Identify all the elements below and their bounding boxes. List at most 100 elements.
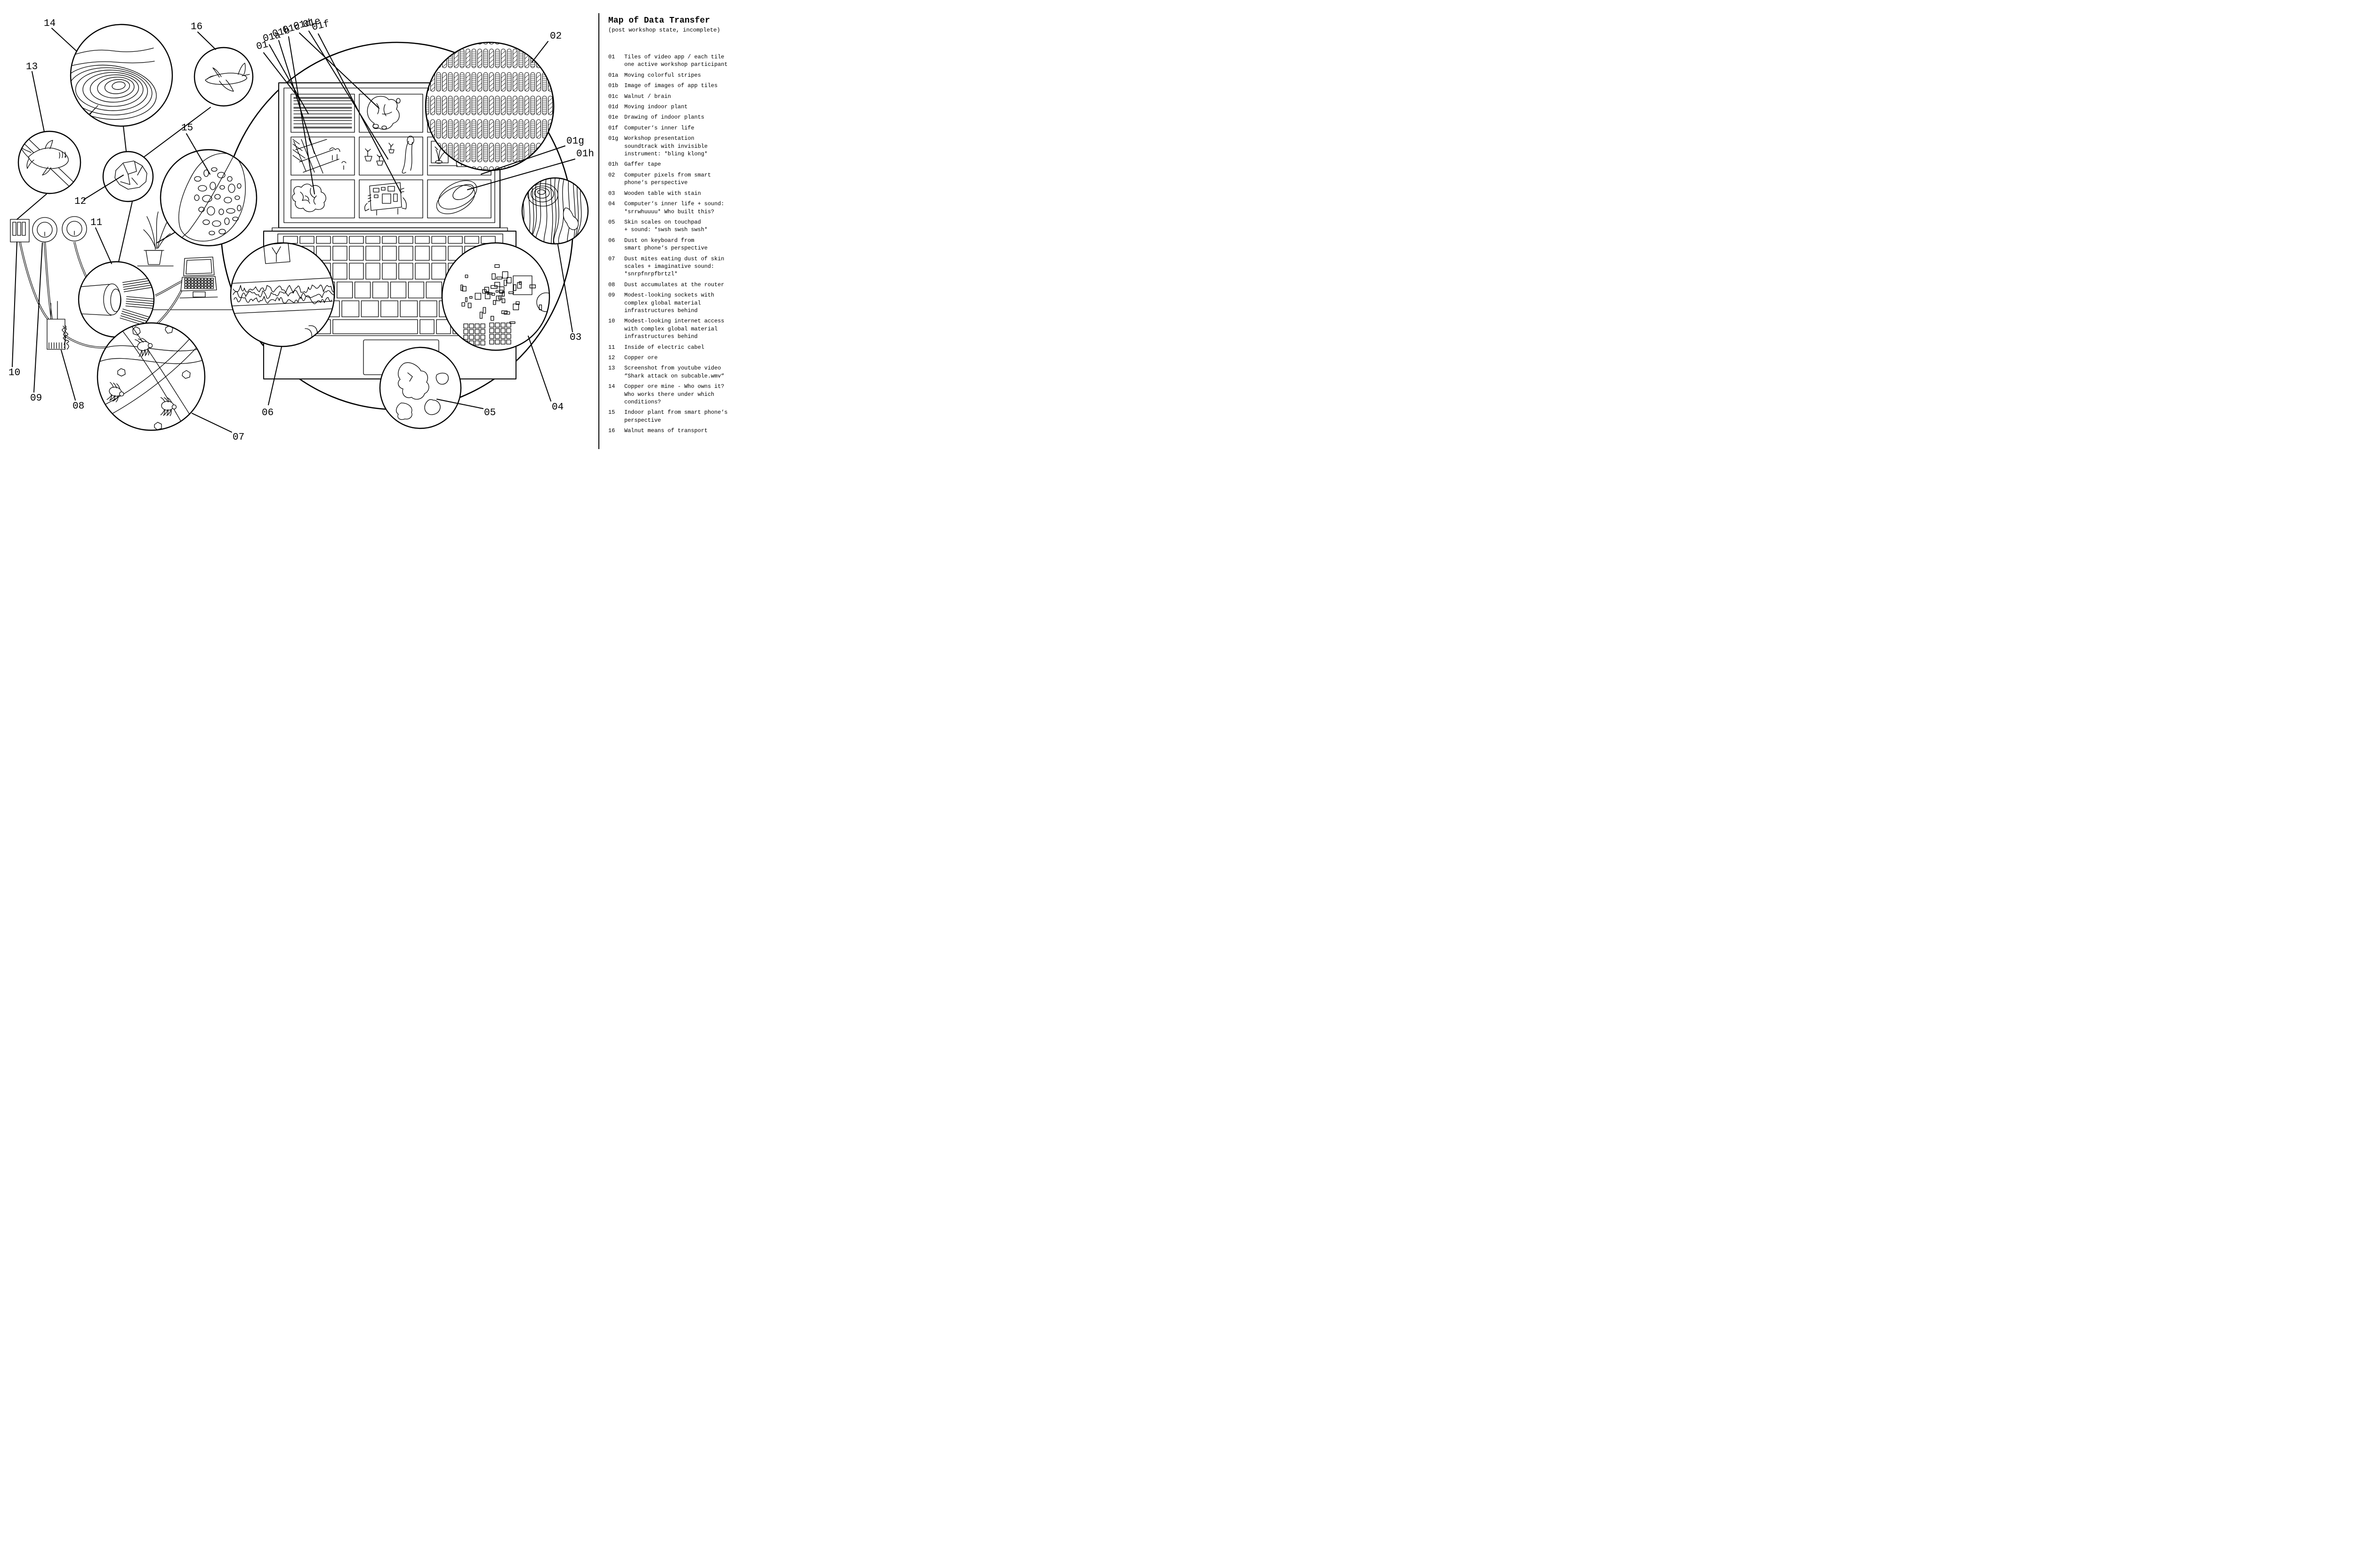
leaf-spot xyxy=(209,231,215,235)
leader-line xyxy=(33,242,43,393)
leader-line xyxy=(481,145,565,175)
smd-grid-pad xyxy=(475,323,480,329)
callout-03-wood xyxy=(521,177,589,245)
label-04: 04 xyxy=(552,402,564,413)
callout-15-leaf xyxy=(160,149,258,247)
callout-05-skin-scales xyxy=(379,346,462,429)
keyboard-key xyxy=(436,319,451,334)
smd-component xyxy=(494,281,500,287)
leaf-spot xyxy=(203,169,209,177)
mini-key xyxy=(197,286,201,289)
smd-component xyxy=(469,296,473,299)
leader-line xyxy=(12,241,17,367)
router-dust-squiggle xyxy=(62,325,69,350)
label-14: 14 xyxy=(44,18,56,29)
mini-key xyxy=(194,281,198,283)
dust-mite xyxy=(135,338,153,357)
dust-squiggle xyxy=(62,325,66,350)
cable-core xyxy=(19,241,49,321)
smd-component xyxy=(496,276,502,280)
mini-key xyxy=(207,278,211,281)
dust-squiggle xyxy=(64,325,69,350)
mini-key xyxy=(204,286,208,289)
mini-key xyxy=(210,281,214,283)
legend-panel: Map of Data Transfer (post workshop stat… xyxy=(598,13,735,449)
mini-key xyxy=(187,286,191,289)
smd-grid-pad xyxy=(495,334,500,339)
keyboard-key xyxy=(431,263,446,280)
label-16: 16 xyxy=(191,22,202,32)
mini-key xyxy=(184,286,188,289)
smd-component xyxy=(483,307,486,314)
smd-component xyxy=(465,297,468,302)
keyboard-key xyxy=(431,236,446,244)
legend-subtitle: (post workshop state, incomplete) xyxy=(608,27,720,33)
mini-key xyxy=(191,278,194,281)
keyboard-key xyxy=(355,281,371,298)
keyboard-key xyxy=(365,263,380,280)
mini-key xyxy=(201,283,204,286)
smd-grid-pad xyxy=(463,335,468,340)
connector-lines xyxy=(16,107,211,262)
keyboard-key xyxy=(382,246,397,261)
smd-component xyxy=(462,286,467,292)
smd-grid-pad xyxy=(475,340,480,346)
leaf-spot xyxy=(232,217,239,221)
keyboard-key xyxy=(349,246,364,261)
callout-11-cable-inside xyxy=(78,261,155,338)
map-of-data-transfer: 01 01a 01b 01c 01d 01e 01f 02 01g 01h 03… xyxy=(0,0,738,461)
leader-line xyxy=(308,31,388,160)
leaf-spot xyxy=(202,219,210,225)
smd-component xyxy=(479,312,483,319)
keyboard-key xyxy=(426,281,442,298)
smd-component xyxy=(487,291,489,295)
small-laptop xyxy=(179,257,218,298)
router xyxy=(47,301,69,350)
dust-squiggle xyxy=(234,295,332,304)
potted-plant xyxy=(143,211,171,265)
label-10: 10 xyxy=(8,368,20,378)
tile-gaffer-tape xyxy=(427,179,492,218)
smd-grid-pad xyxy=(463,329,468,334)
mini-key xyxy=(201,278,204,281)
leaf-spot xyxy=(234,195,240,200)
smd-grid-pad xyxy=(489,328,494,333)
keyboard-key xyxy=(361,300,379,317)
keyboard-key xyxy=(382,263,397,280)
mini-key xyxy=(191,286,194,289)
mini-key xyxy=(210,286,214,289)
leaf-spot xyxy=(211,167,218,172)
leader-line xyxy=(95,227,112,264)
smd-component xyxy=(499,286,505,293)
leaf-spot xyxy=(202,195,212,202)
leaf-spot xyxy=(219,185,225,190)
wood-grain-line xyxy=(575,178,579,244)
leaf-spot xyxy=(227,176,233,182)
leaf-spot xyxy=(194,194,200,201)
smd-grid-pad xyxy=(506,328,511,333)
keyboard-key xyxy=(431,246,446,261)
mini-key xyxy=(184,278,188,281)
leader-lines xyxy=(12,28,575,433)
smd-component xyxy=(503,280,507,286)
label-06: 06 xyxy=(262,408,274,418)
smd-component xyxy=(501,310,508,314)
keyboard-key xyxy=(448,236,463,244)
keyboard-key xyxy=(419,319,435,334)
leaf-spot xyxy=(237,183,242,189)
callout-02-pixels xyxy=(425,41,555,171)
keyboard-key xyxy=(380,300,398,317)
smd-grid-pad xyxy=(480,340,485,346)
keyboard-key xyxy=(382,236,397,244)
leaf-spot xyxy=(218,229,226,234)
skin-scale-blobs xyxy=(396,362,449,420)
leaf-spot xyxy=(214,194,221,200)
leader-line xyxy=(269,44,309,114)
